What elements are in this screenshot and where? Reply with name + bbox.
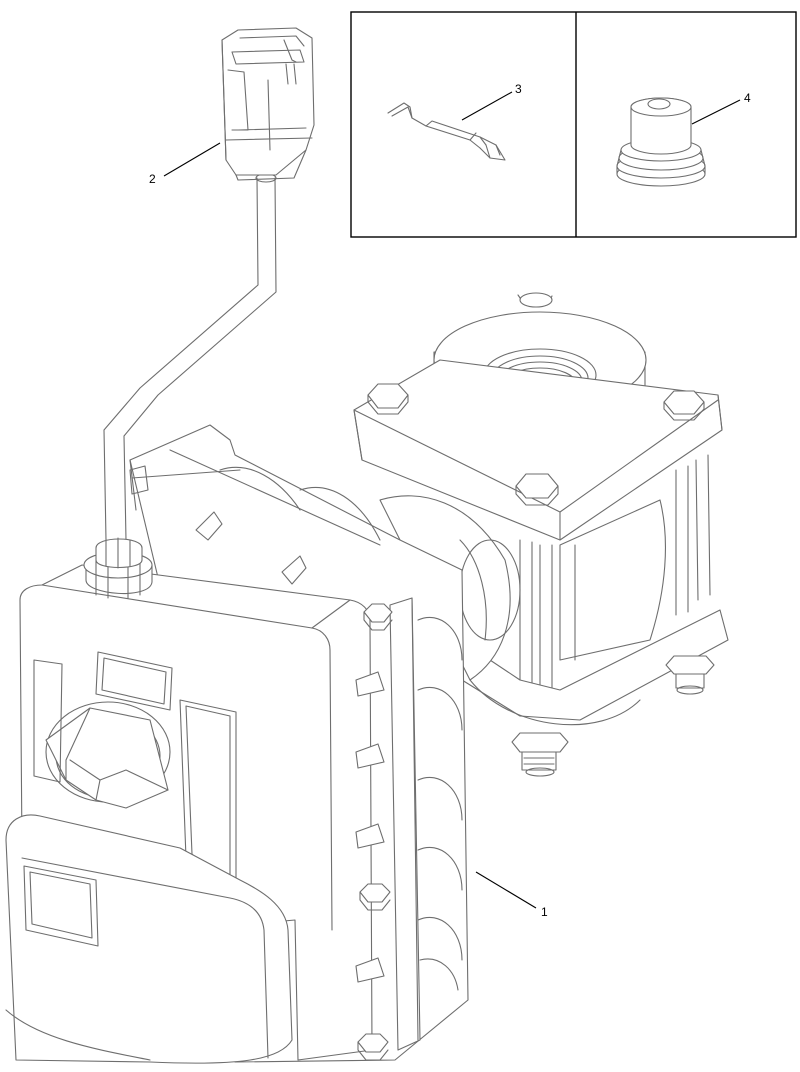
terminal-pin-part [387,102,506,161]
leader-line [461,91,513,121]
leader-line [475,871,537,909]
bottom-bolt [665,655,715,695]
leader-line [163,142,221,177]
callout-3: 3 [461,82,522,121]
callout-label: 1 [541,905,548,919]
actuator-part [5,424,469,1064]
plate-bolt [367,383,409,415]
face-tab [355,671,385,697]
inset-box [350,11,797,238]
callout-1: 1 [475,871,548,919]
leader-line [691,99,741,125]
housing-bolt [363,603,393,631]
inset-frame [350,11,797,238]
plate-bolt [663,390,705,421]
face-tab [355,823,385,849]
selector-knob [45,701,171,809]
callout-4: 4 [691,91,751,125]
plate-bolt [515,473,559,506]
seal-part [616,97,706,187]
callout-label: 3 [515,82,522,96]
housing-bolt [357,1033,389,1061]
face-tab [355,743,385,769]
bottom-bolt [511,732,569,777]
valve-body [353,292,729,777]
callout-label: 2 [149,172,156,186]
housing-bolt [359,883,391,911]
connector-part [103,27,315,541]
callout-label: 4 [744,91,751,105]
cable-gland [83,537,153,599]
face-tab [355,957,385,983]
callout-2: 2 [149,142,221,186]
